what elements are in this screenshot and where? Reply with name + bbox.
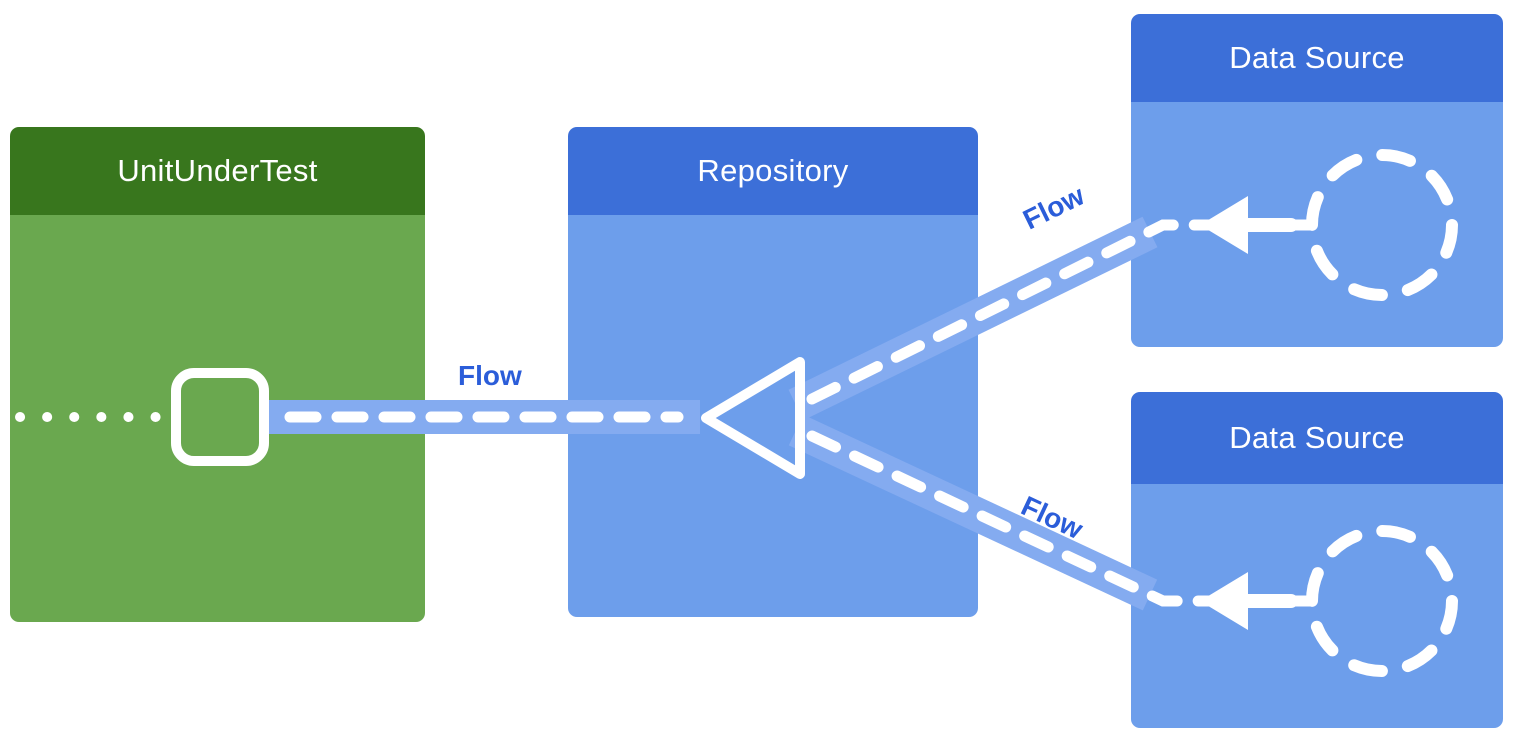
data-source-top-body: [1131, 102, 1503, 347]
flow-label-horizontal: Flow: [458, 360, 522, 391]
unit-under-test-header: UnitUnderTest: [10, 127, 425, 215]
unit-under-test-title: UnitUnderTest: [117, 153, 318, 188]
flow-label-bottom-diagonal: Flow: [1016, 490, 1088, 546]
unit-under-test-body: [10, 215, 425, 622]
data-source-bottom-body: [1131, 484, 1503, 728]
repository-header: Repository: [568, 127, 978, 215]
unit-under-test-box: UnitUnderTest: [10, 127, 425, 622]
data-source-bottom-header: Data Source: [1131, 392, 1503, 484]
repository-title: Repository: [697, 153, 849, 188]
repository-body: [568, 215, 978, 617]
data-source-top-box: Data Source: [1131, 14, 1503, 347]
data-source-bottom-title: Data Source: [1229, 420, 1405, 455]
data-source-top-header: Data Source: [1131, 14, 1503, 102]
repository-box: Repository: [568, 127, 978, 617]
flow-label-top-diagonal: Flow: [1018, 179, 1090, 236]
data-source-top-title: Data Source: [1229, 40, 1405, 75]
data-source-bottom-box: Data Source: [1131, 392, 1503, 728]
